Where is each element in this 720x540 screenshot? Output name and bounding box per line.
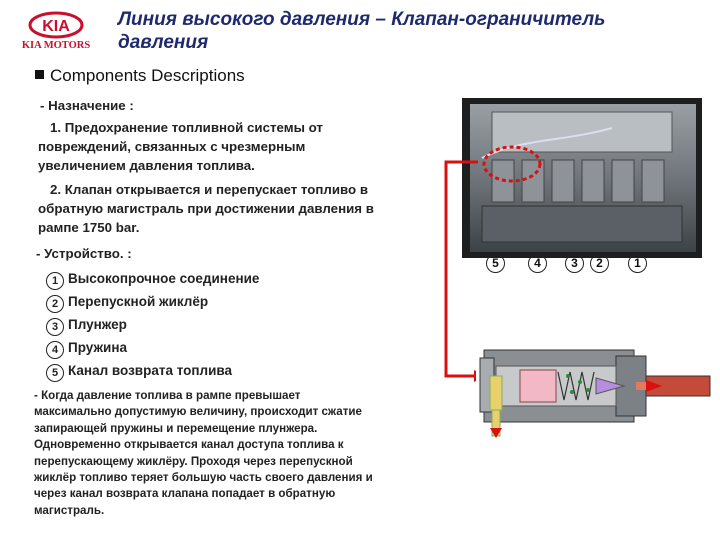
purpose-heading: - Назначение : [40, 98, 134, 113]
description-paragraph: - Когда давление топлива в рампе превыша… [34, 388, 446, 519]
inflow-arrow-icon [646, 380, 662, 392]
return-flow-arrow-icon [490, 428, 502, 438]
purpose-item1-line2: повреждений, связанных с чрезмерным [38, 139, 306, 154]
description-line: жиклёр топливо теряет большую часть свое… [34, 471, 373, 485]
list-item: 4 Пружина [46, 336, 259, 359]
highlight-ellipse [482, 145, 542, 183]
number-badge: 3 [46, 318, 64, 336]
list-item-label: Перепускной жиклёр [68, 294, 209, 309]
list-item-label: Плунжер [68, 317, 127, 332]
diagram-label-5: 5 [486, 254, 505, 273]
description-line: Одновременно открывается канал доступа т… [34, 438, 344, 452]
bullet-square-icon [35, 70, 44, 79]
description-line: максимально допустимую величину, происхо… [34, 405, 362, 419]
list-item: 3 Плунжер [46, 313, 259, 336]
number-badge: 5 [46, 364, 64, 382]
number-badge: 1 [46, 272, 64, 290]
diagram-label-4: 4 [528, 254, 547, 273]
list-item-label: Канал возврата топлива [68, 363, 233, 378]
list-item-label: Высокопрочное соединение [68, 271, 260, 286]
diagram-label-1: 1 [628, 254, 647, 273]
list-item-label: Пружина [68, 340, 127, 355]
page-title: Линия высокого давления – Клапан-огранич… [118, 8, 678, 54]
kia-motors-logo: KIA KIA MOTORS [10, 10, 102, 52]
title-line-1: Линия высокого давления – Клапан-огранич… [118, 9, 606, 30]
purpose-item1-line1: 1. Предохранение топливной системы от [50, 120, 323, 135]
number-badge: 4 [46, 341, 64, 359]
description-line: - Когда давление топлива в рампе превыша… [34, 389, 301, 402]
diagram-label-3: 3 [565, 254, 584, 273]
list-item: 2 Перепускной жиклёр [46, 290, 259, 313]
diagram-label-2: 2 [590, 254, 609, 273]
purpose-item2-line1: 2. Клапан открывается и перепускает топл… [50, 182, 369, 197]
purpose-item1-line3: увеличением давления топлива. [38, 158, 255, 173]
purpose-item2-line3: рампе 1750 bar. [38, 220, 140, 235]
description-line: запирающей пружины и перемещение плунжер… [34, 421, 318, 435]
section-title-text: Components Descriptions [50, 66, 245, 85]
logo-text: KIA MOTORS [22, 40, 91, 51]
purpose-item2-line2: обратную магистраль при достижении давле… [38, 201, 374, 216]
section-title: Components Descriptions [35, 66, 245, 86]
description-line: магистраль. [34, 503, 105, 517]
device-list: 1 Высокопрочное соединение 2 Перепускной ж… [46, 267, 259, 382]
description-line: перепускающему жиклёру. Проходя через пе… [34, 454, 353, 468]
svg-text:KIA: KIA [42, 18, 70, 35]
number-badge: 2 [46, 295, 64, 313]
list-item: 1 Высокопрочное соединение [46, 267, 259, 290]
title-line-2: давления [118, 32, 209, 53]
engine-photo [462, 98, 702, 258]
device-heading: - Устройство. : [36, 246, 132, 261]
valve-cross-section [476, 320, 716, 440]
list-item: 5 Канал возврата топлива [46, 359, 259, 382]
description-line: через канал возврата клапана попадает в … [34, 487, 336, 501]
